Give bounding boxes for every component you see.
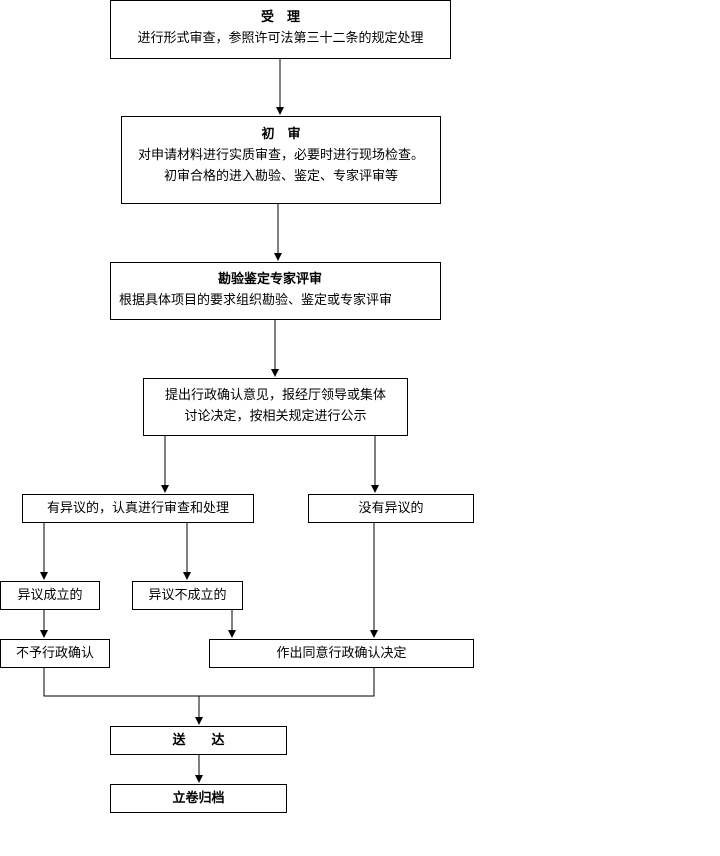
opinion-box: 提出行政确认意见，报经厅领导或集体 讨论决定，按相关规定进行公示 — [143, 378, 408, 436]
objection-invalid-label: 异议不成立的 — [148, 588, 227, 603]
opinion-line-2: 讨论决定，按相关规定进行公示 — [184, 409, 367, 424]
confirm-box: 作出同意行政确认决定 — [209, 639, 474, 668]
deliver-label: 送 达 — [172, 733, 225, 748]
objection-box: 有异议的，认真进行审查和处理 — [22, 494, 254, 523]
objection-valid-label: 异议成立的 — [17, 588, 83, 603]
initial-review-desc-line-2: 初审合格的进入勘验、鉴定、专家评审等 — [163, 169, 398, 184]
archive-label: 立卷归档 — [172, 791, 225, 806]
objection-label: 有异议的，认真进行审查和处理 — [46, 501, 229, 516]
no-confirm-box: 不予行政确认 — [0, 639, 110, 668]
no-objection-box: 没有异议的 — [308, 494, 474, 523]
expert-review-description: 根据具体项目的要求组织勘验、鉴定或专家评审 — [119, 293, 393, 308]
accept-title: 受 理 — [260, 10, 300, 25]
initial-review-box: 初 审 对申请材料进行实质审查，必要时进行现场检查。 初审合格的进入勘验、鉴定、… — [121, 116, 441, 204]
confirm-label: 作出同意行政确认决定 — [276, 646, 407, 661]
accept-description: 进行形式审查，参照许可法第三十二条的规定处理 — [137, 31, 424, 46]
no-objection-label: 没有异议的 — [358, 501, 424, 516]
archive-box: 立卷归档 — [110, 784, 287, 813]
initial-review-desc-line-1: 对申请材料进行实质审查，必要时进行现场检查。 — [137, 148, 424, 163]
expert-review-box: 勘验鉴定专家评审 根据具体项目的要求组织勘验、鉴定或专家评审 — [110, 262, 441, 320]
objection-invalid-box: 异议不成立的 — [132, 581, 243, 610]
objection-valid-box: 异议成立的 — [0, 581, 100, 610]
accept-box: 受 理 进行形式审查，参照许可法第三十二条的规定处理 — [110, 0, 451, 59]
expert-review-title: 勘验鉴定专家评审 — [218, 272, 323, 287]
deliver-box: 送 达 — [110, 726, 287, 755]
initial-review-title: 初 审 — [261, 127, 301, 142]
no-confirm-label: 不予行政确认 — [15, 646, 94, 661]
opinion-line-1: 提出行政确认意见，报经厅领导或集体 — [164, 388, 386, 403]
merge-line — [43, 667, 375, 697]
